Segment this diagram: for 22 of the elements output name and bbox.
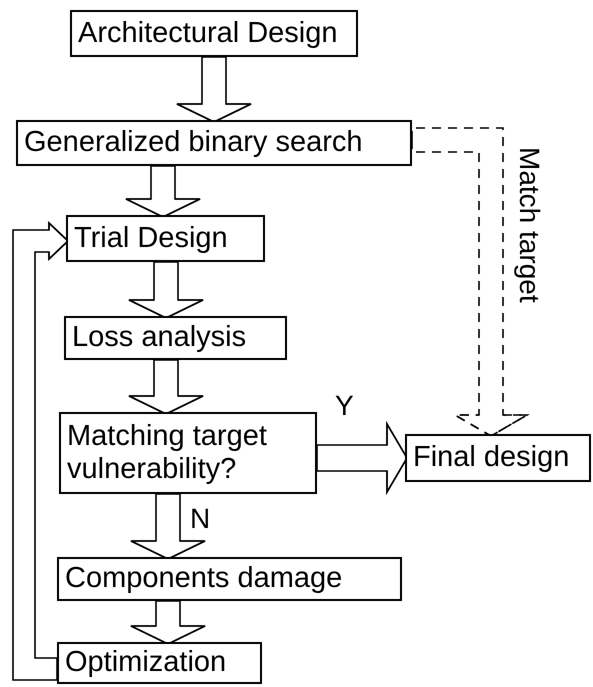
node-label: Trial Design: [74, 222, 228, 256]
block-arrow: [130, 493, 206, 560]
process-box: [64, 316, 287, 360]
process-box: [405, 434, 591, 482]
block-arrow: [176, 56, 252, 123]
process-box: [57, 642, 262, 684]
block-arrow: [125, 165, 201, 218]
node-label: Final design: [413, 441, 570, 475]
node-label: Loss analysis: [72, 321, 246, 355]
node-label: Components damage: [65, 562, 342, 596]
block-arrow: [128, 261, 204, 319]
block-arrow: [130, 600, 206, 645]
node-label: Optimization: [65, 646, 226, 680]
process-box: [16, 120, 412, 166]
process-box: [57, 557, 402, 601]
node-label: Matching target vulnerability?: [67, 420, 268, 486]
process-box: [70, 10, 358, 57]
process-box: [66, 215, 265, 262]
decision-box: [59, 412, 317, 494]
node-label: Architectural Design: [78, 16, 338, 50]
block-arrow: [128, 359, 204, 415]
node-label: Generalized binary search: [24, 126, 363, 160]
